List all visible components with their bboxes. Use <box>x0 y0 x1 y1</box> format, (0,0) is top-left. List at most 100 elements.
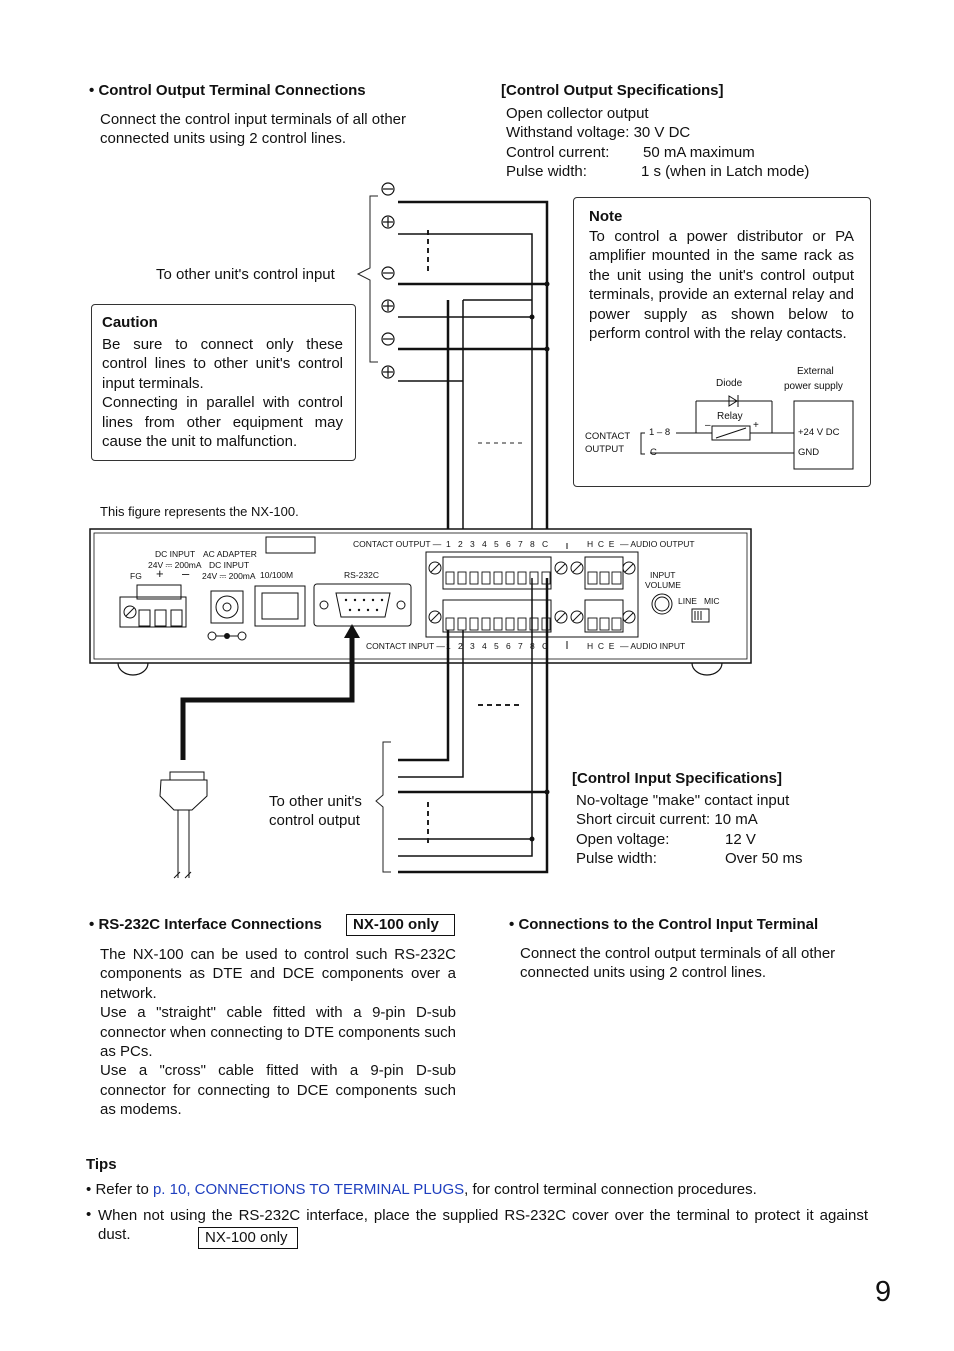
control-output-body: Connect the control input terminals of a… <box>100 111 406 148</box>
terminal-number: 6 <box>506 539 511 549</box>
fg-label: FG <box>130 571 142 581</box>
bullet: • <box>86 1206 92 1223</box>
page-number: 9 <box>875 1276 892 1308</box>
relay-diagram <box>640 395 854 470</box>
gnd-label: GND <box>798 447 820 458</box>
brace-bracket <box>375 741 391 873</box>
note-heading: Note <box>589 208 623 225</box>
tips-item-1: • Refer to p. 10, CONNECTIONS TO TERMINA… <box>86 1180 876 1199</box>
control-input-heading: • Connections to the Control Input Termi… <box>509 916 818 933</box>
line-mic-label: LINE MIC <box>678 596 720 606</box>
input-label: INPUT <box>650 570 676 580</box>
terminal-number: 6 <box>506 641 511 651</box>
bullet: • <box>89 82 95 99</box>
range-label: 1 – 8 <box>649 427 671 438</box>
lan-label: 10/100M <box>260 570 294 580</box>
junction-dots <box>529 789 550 842</box>
bullet: • <box>86 1181 92 1198</box>
bullet: • <box>509 916 515 933</box>
control-output-heading: • Control Output Terminal Connections <box>89 82 366 99</box>
junction-dots <box>529 281 550 352</box>
caution-heading: Caution <box>102 314 158 331</box>
spec-row: Control current:50 mA maximum <box>506 143 836 162</box>
rs232-cable <box>180 630 355 760</box>
terminal-number: 7 <box>518 641 523 651</box>
hce-output-label: H C E <box>587 539 615 549</box>
relay-plus: + <box>753 420 759 431</box>
spec-row: No-voltage "make" contact input <box>576 791 836 810</box>
spec-row: Pulse width:1 s (when in Latch mode) <box>506 162 836 181</box>
terminal-number: C <box>542 539 549 549</box>
spec-value: 1 s (when in Latch mode) <box>641 163 810 181</box>
terminal-symbols <box>381 182 395 379</box>
audio-output-label: — AUDIO OUTPUT <box>620 539 695 549</box>
note-body: To control a power distributor or PA amp… <box>589 228 854 343</box>
ac-adapter-label: AC ADAPTER <box>203 549 257 559</box>
contact-output-label: CONTACT OUTPUT — <box>353 539 442 549</box>
db9-plug <box>159 771 208 879</box>
to-other-output-label: To other unit's control output <box>269 792 362 831</box>
contact-input-label: CONTACT INPUT — <box>366 641 445 651</box>
output-terminal-numbers: 1 2 3 4 5 6 7 8 C <box>446 539 556 549</box>
spec-row: Open collector output <box>506 104 836 123</box>
spec-label: Withstand voltage: 30 V DC <box>506 124 691 142</box>
terminal-number: 5 <box>494 641 499 651</box>
bullet: • <box>89 916 95 933</box>
rs232-label: RS-232C <box>344 570 379 580</box>
minus-label: – <box>182 566 190 581</box>
v24b-label: 24V ⎓ 200mA <box>202 571 256 581</box>
spec-label: Pulse width: <box>576 850 657 868</box>
terminal-number: 2 <box>458 641 463 651</box>
caution-body: Be sure to connect only these control li… <box>102 336 343 451</box>
relay-label: Relay <box>717 411 743 422</box>
input-specs-list: No-voltage "make" contact input Short ci… <box>576 791 836 869</box>
to-other-output-line: control output <box>269 812 360 830</box>
terminal-number: 2 <box>458 539 463 549</box>
terminal-number: 8 <box>530 539 535 549</box>
brace-bracket <box>356 195 378 363</box>
diode-label: Diode <box>716 378 743 389</box>
plus-label: + <box>156 566 164 581</box>
power-supply-label: power supply <box>784 381 843 392</box>
output-label: OUTPUT <box>585 444 625 455</box>
spec-row: Open voltage: 12 V <box>576 830 836 849</box>
v24-label: 24V ⎓ 200mA <box>148 560 202 570</box>
tips-heading: Tips <box>86 1156 117 1173</box>
relay-minus: – <box>705 420 711 431</box>
control-output-heading-text: Control Output Terminal Connections <box>98 82 366 99</box>
rs232-heading: • RS-232C Interface Connections <box>89 916 322 933</box>
spec-label: No-voltage "make" contact input <box>576 792 790 809</box>
spec-row: Pulse width: Over 50 ms <box>576 849 836 868</box>
nx100-only-tag: NX-100 only <box>198 1227 298 1249</box>
hce-input-label: H C E <box>587 641 615 651</box>
terminal-number: 1 <box>446 539 451 549</box>
output-specs-heading: [Control Output Specifications] <box>501 82 724 99</box>
spec-label: Open voltage: <box>576 830 670 848</box>
to-other-output-line: To other unit's <box>269 793 362 810</box>
plus24-label: +24 V DC <box>798 427 840 438</box>
tip-text: , for control terminal connection proced… <box>464 1181 757 1198</box>
terminal-number: C <box>542 641 549 651</box>
terminal-number: 4 <box>482 641 487 651</box>
to-other-input-label: To other unit's control input <box>156 266 335 283</box>
spec-value: Over 50 ms <box>725 850 803 868</box>
terminal-number: 3 <box>470 641 475 651</box>
terminal-number: 7 <box>518 539 523 549</box>
spec-row: Short circuit current: 10 mA <box>576 810 836 829</box>
tip-text: Refer to <box>95 1181 153 1198</box>
input-specs-heading: [Control Input Specifications] <box>572 770 782 787</box>
output-specs-list: Open collector output Withstand voltage:… <box>506 104 836 182</box>
spec-value: 50 mA maximum <box>643 143 755 161</box>
terminal-number: 5 <box>494 539 499 549</box>
spec-value: 12 V <box>725 830 756 848</box>
spec-label: Open collector output <box>506 105 649 122</box>
caution-box <box>91 304 356 461</box>
arrow-head <box>344 624 360 638</box>
audio-input-label: — AUDIO INPUT <box>620 641 686 651</box>
dc-input-label: DC INPUT <box>155 549 196 559</box>
figure-note: This figure represents the NX-100. <box>100 504 299 519</box>
dc-input2-label: DC INPUT <box>209 560 250 570</box>
terminal-plugs-link[interactable]: p. 10, CONNECTIONS TO TERMINAL PLUGS <box>152 1181 465 1198</box>
note-box <box>573 197 871 487</box>
